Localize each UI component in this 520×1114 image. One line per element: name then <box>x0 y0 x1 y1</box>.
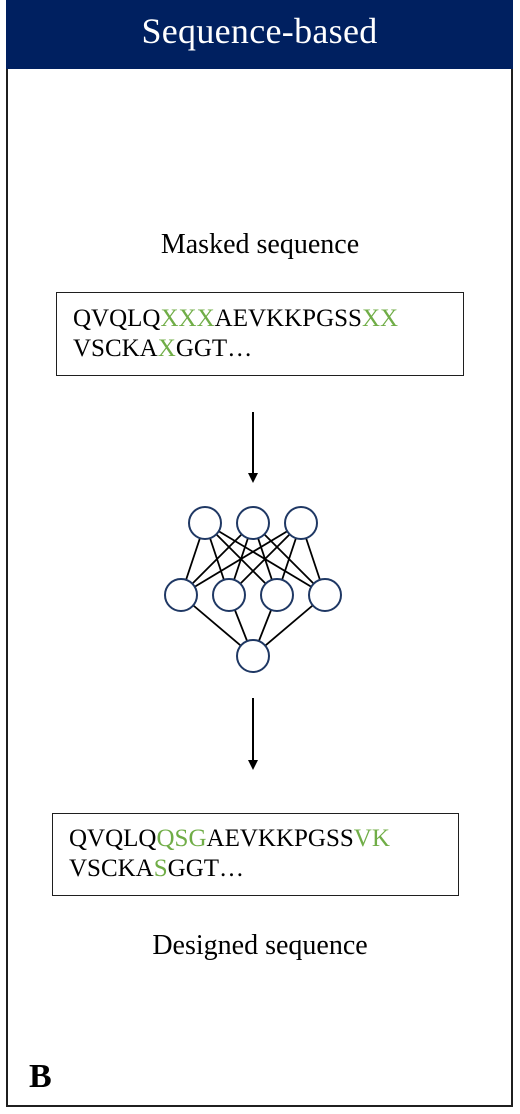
designed-residue: XXX <box>160 305 215 332</box>
network-edge <box>180 522 302 596</box>
designed-sequence-line-2: VSCKASGGT… <box>69 854 458 884</box>
neural-network-connections <box>180 522 326 657</box>
designed-residue: QSG <box>156 825 207 852</box>
sequence-segment: GGT… <box>167 855 245 882</box>
designed-residue: X <box>157 335 176 362</box>
network-node <box>188 506 222 540</box>
network-node <box>260 578 294 612</box>
network-node <box>284 506 318 540</box>
network-node <box>308 578 342 612</box>
sequence-segment: VSCKA <box>73 335 158 362</box>
designed-residue: XX <box>361 305 399 332</box>
sequence-segment: GGT… <box>175 335 253 362</box>
network-node <box>164 578 198 612</box>
masked-sequence-line-2: VSCKAXGGT… <box>73 334 463 364</box>
neural-network-icon <box>164 506 342 673</box>
panel-title: Sequence-based <box>141 10 378 51</box>
masked-sequence-line-1: QVQLQXXXAEVKKPGSSXX <box>73 304 463 334</box>
designed-residue: VK <box>353 825 390 852</box>
sequence-segment: QVQLQ <box>73 305 161 332</box>
panel-header: Sequence-based <box>6 0 513 69</box>
sequence-segment: VSCKA <box>69 855 154 882</box>
sequence-segment: QVQLQ <box>69 825 157 852</box>
designed-sequence-line-1: QVQLQQSGAEVKKPGSSVK <box>69 824 458 854</box>
panel-label: B <box>29 1058 52 1095</box>
masked-sequence-box: QVQLQXXXAEVKKPGSSXX VSCKAXGGT… <box>56 292 464 376</box>
designed-sequence-box: QVQLQQSGAEVKKPGSSVK VSCKASGGT… <box>52 813 459 896</box>
sequence-segment: AEVKKPGSS <box>214 305 362 332</box>
masked-sequence-caption: Masked sequence <box>160 229 360 260</box>
network-node <box>236 639 270 673</box>
sequence-segment: AEVKKPGSS <box>206 825 354 852</box>
designed-residue: S <box>153 855 168 882</box>
network-node <box>236 506 270 540</box>
network-node <box>212 578 246 612</box>
designed-sequence-caption: Designed sequence <box>152 930 368 961</box>
